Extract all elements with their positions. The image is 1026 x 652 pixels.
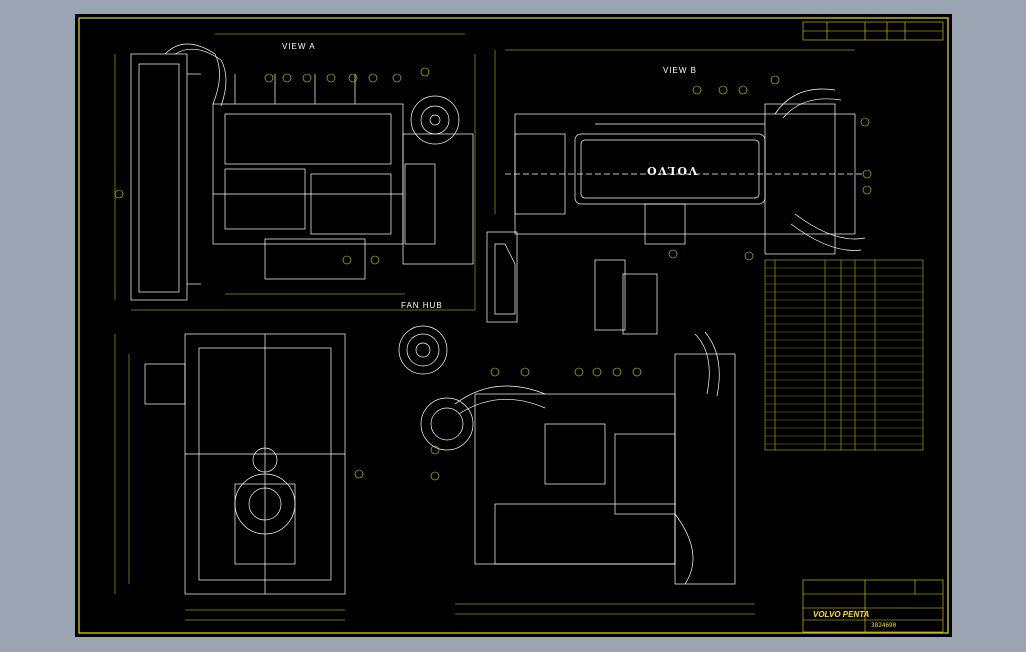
flange-details <box>486 231 658 335</box>
side-view-dims <box>455 603 755 615</box>
engine-drawing <box>78 17 949 634</box>
view-a-dims <box>114 33 476 311</box>
fan-hub <box>398 325 448 375</box>
view-a-label: VIEW A <box>282 42 316 51</box>
fan-hub-label: FAN HUB <box>401 301 443 310</box>
view-b-callouts <box>668 75 872 261</box>
view-b-dims <box>494 49 855 214</box>
parts-list-rows <box>765 267 923 445</box>
title-block-brand: VOLVO PENTA <box>813 610 870 619</box>
title-block <box>802 579 944 633</box>
side-view <box>420 331 736 585</box>
front-view-dims <box>114 334 345 621</box>
drawing-number: 3824690 <box>871 622 897 629</box>
drawing-border <box>78 17 949 634</box>
front-view <box>144 333 346 595</box>
parts-list-table <box>764 259 924 451</box>
revision-block <box>802 21 944 41</box>
view-b <box>505 88 866 255</box>
view-a-callouts <box>114 67 430 265</box>
view-b-label: VIEW B <box>663 66 698 75</box>
drawing-sheet: VIEW A VIEW B FAN HUB VOLVO VOLVO PENTA … <box>75 14 952 637</box>
side-view-callouts <box>354 367 642 481</box>
engine-brand-label: VOLVO <box>645 164 698 177</box>
view-a <box>130 43 474 301</box>
